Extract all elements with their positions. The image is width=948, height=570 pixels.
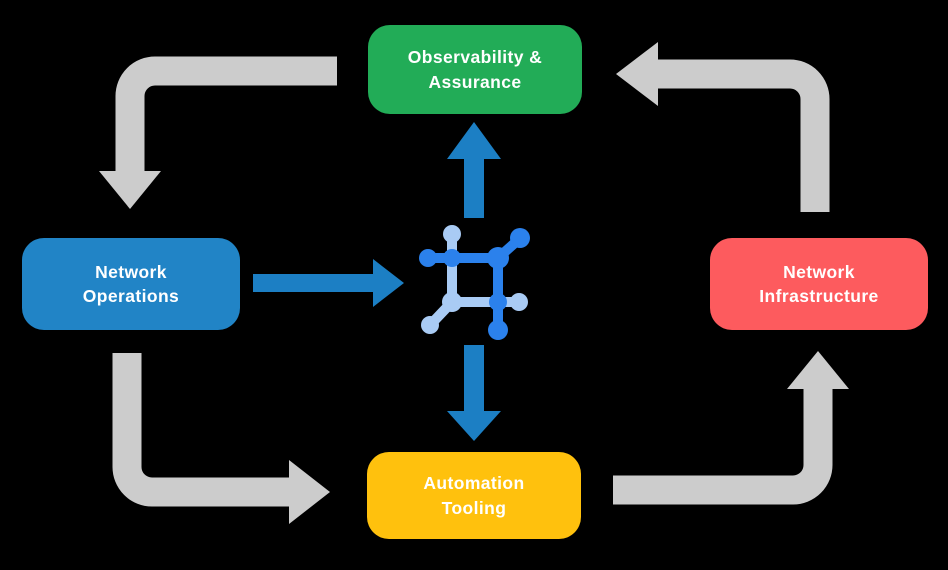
icon-joint-dark-topright (487, 247, 509, 269)
icon-node-dark-bottom (488, 320, 508, 340)
arrow-operations-to-platform (253, 259, 404, 307)
node-label: Network Operations (82, 261, 180, 307)
icon-node-light-top (443, 225, 461, 243)
arrow-shaft (613, 389, 833, 505)
node-label: Observability & Assurance (407, 47, 543, 92)
arrow-head-down-icon (447, 411, 501, 441)
node-automation-tooling: Automation Tooling (367, 452, 581, 539)
arrow-observability-to-operations (99, 56, 337, 209)
arrow-infrastructure-to-observability (616, 42, 830, 212)
icon-node-light-right (510, 293, 528, 311)
arrow-shaft (658, 59, 830, 212)
icon-node-light-diagonal (421, 316, 439, 334)
arrow-platform-to-automation (447, 345, 501, 441)
arrow-head-left-icon (616, 42, 658, 106)
icon-joint-dark-cross (443, 249, 461, 267)
icon-joint-dark-bottomcross (489, 293, 507, 311)
node-label: Automation Tooling (423, 473, 525, 518)
arrow-operations-to-automation (112, 353, 330, 524)
node-observability-assurance: Observability & Assurance (368, 25, 582, 114)
node-network-infrastructure: Network Infrastructure (710, 238, 928, 330)
arrow-head-down-icon (99, 171, 161, 209)
network-automation-icon (419, 225, 530, 340)
arrow-automation-to-infrastructure (613, 351, 849, 505)
node-network-operations: Network Operations (22, 238, 240, 330)
arrow-head-right-icon (289, 460, 330, 524)
arrow-head-up-icon (787, 351, 849, 389)
arrow-head-up-icon (447, 122, 501, 159)
icon-node-dark-left (419, 249, 437, 267)
arrow-shaft (115, 56, 337, 172)
node-label: Network Infrastructure (759, 261, 879, 307)
arrow-platform-to-observability (447, 122, 501, 218)
icon-joint-light (442, 292, 462, 312)
icon-node-dark-diagonal (510, 228, 530, 248)
arrow-head-right-icon (373, 259, 404, 307)
arrow-shaft (112, 353, 290, 507)
